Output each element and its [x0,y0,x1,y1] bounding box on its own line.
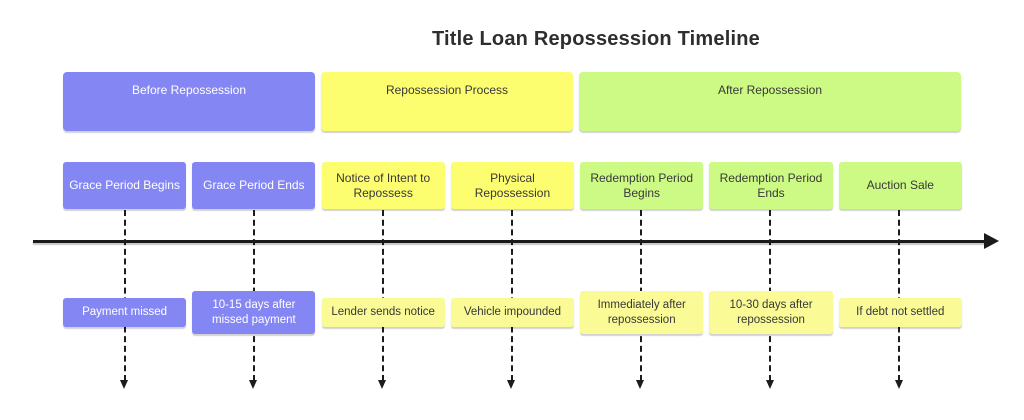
milestone-physical-repossession: Physical Repossession [450,162,575,209]
arrow-down-icon [120,380,128,389]
detail-immediately-after: Immediately after repossession [580,290,704,335]
dashed-connector [898,210,901,381]
phase-label: Repossession Process [385,83,509,97]
detail-label: If debt not settled [856,306,945,319]
milestone-grace-period-ends: Grace Period Ends [192,162,316,209]
milestone-redemption-begins: Redemption Period Begins [580,162,704,209]
phase-label: Before Repossession [131,83,247,97]
phase-repossession-process: Repossession Process [321,72,573,131]
detail-vehicle-impounded: Vehicle impounded [450,298,575,327]
dashed-connector [123,210,126,381]
detail-row: Payment missed 10-15 days after missed p… [63,290,962,335]
arrow-down-icon [378,380,387,389]
milestone-label: Redemption Period Ends [719,170,823,200]
arrow-down-icon [765,380,774,389]
timeline-axis [33,240,985,243]
dashed-connector [510,210,513,381]
milestone-row: Grace Period Begins Grace Period Ends No… [63,162,962,209]
arrow-down-icon [636,380,645,389]
arrow-down-icon [894,380,903,389]
milestone-label: Auction Sale [866,178,934,192]
detail-label: 10-30 days after repossession [729,298,813,326]
milestone-label: Notice of Intent to Repossess [336,170,431,200]
milestone-label: Redemption Period Begins [590,170,694,200]
phase-before-repossession: Before Repossession [63,72,315,131]
detail-label: 10-15 days after missed payment [212,298,296,326]
detail-label: Lender sends notice [331,306,435,319]
arrow-right-icon [984,233,999,249]
phase-label: After Repossession [717,83,823,97]
detail-lender-sends-notice: Lender sends notice [321,298,445,327]
detail-10-15-days: 10-15 days after missed payment [192,290,316,335]
milestone-grace-period-begins: Grace Period Begins [63,162,187,209]
detail-label: Vehicle impounded [463,306,562,319]
milestone-label: Grace Period Begins [69,178,180,192]
phase-after-repossession: After Repossession [579,72,961,131]
milestone-redemption-ends: Redemption Period Ends [709,162,833,209]
detail-label: Immediately after repossession [597,298,686,326]
milestone-notice-of-intent: Notice of Intent to Repossess [321,162,445,209]
detail-label: Payment missed [82,306,168,319]
milestone-label: Grace Period Ends [203,178,305,192]
milestone-label: Physical Repossession [474,170,551,200]
milestone-auction-sale: Auction Sale [838,162,962,209]
dashed-connector [381,210,384,381]
page-title: Title Loan Repossession Timeline [432,28,760,50]
detail-if-debt-not-settled: If debt not settled [838,298,962,327]
detail-10-30-days: 10-30 days after repossession [709,290,833,335]
phase-band-row: Before Repossession Repossession Process… [63,72,961,131]
arrow-down-icon [507,380,516,389]
detail-payment-missed: Payment missed [63,298,187,327]
arrow-down-icon [249,380,258,389]
